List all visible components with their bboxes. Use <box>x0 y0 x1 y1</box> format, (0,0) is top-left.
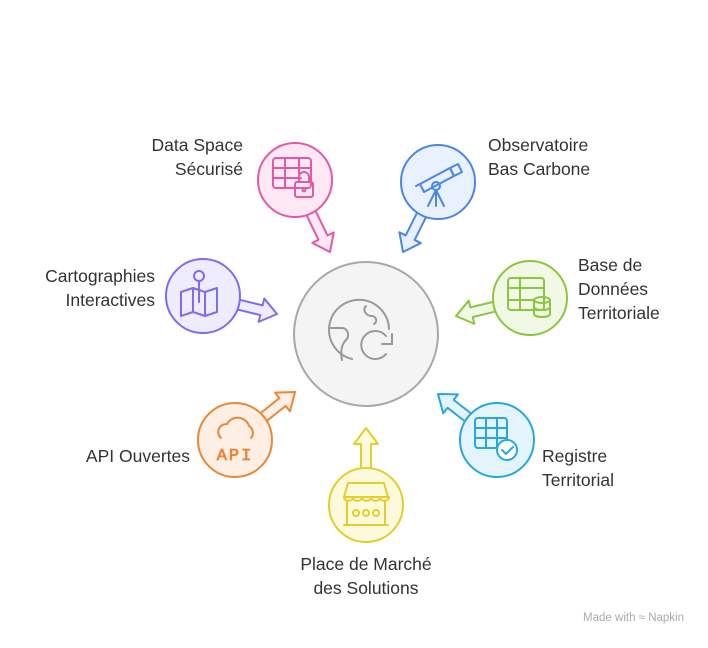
label-line: des Solutions <box>313 578 419 598</box>
label-base-donnees: Base de Données Territoriale <box>578 253 660 325</box>
label-line: Registre <box>542 446 608 466</box>
label-line: Interactives <box>65 290 155 310</box>
footer-brand: Napkin <box>648 612 684 624</box>
label-observatoire: Observatoire Bas Carbone <box>488 133 590 181</box>
node-circle-base-donnees <box>492 260 568 336</box>
label-line: Données <box>578 279 649 299</box>
node-circle-place-marche <box>328 467 404 543</box>
napkin-logo-icon: ≈ <box>638 612 645 624</box>
label-registre: Registre Territorial <box>542 444 614 492</box>
label-line: Territoriale <box>578 303 660 323</box>
node-circle-data-space <box>257 142 333 218</box>
footer-text: Made with <box>583 612 636 624</box>
table-database-icon <box>507 277 551 318</box>
label-line: Cartographies <box>45 266 155 286</box>
table-check-icon <box>474 417 518 461</box>
label-place-marche: Place de Marché des Solutions <box>266 552 466 600</box>
label-line: Bas Carbone <box>488 159 591 179</box>
svg-text:API: API <box>217 447 254 466</box>
label-line: Base de <box>578 255 643 275</box>
label-line: Territorial <box>542 470 614 490</box>
node-circle-cartographies <box>165 258 241 334</box>
telescope-icon <box>415 163 463 207</box>
label-line: API Ouvertes <box>85 446 190 466</box>
label-api: API Ouvertes <box>86 444 190 468</box>
map-pin-icon <box>180 270 218 317</box>
globe-refresh-icon <box>328 298 393 361</box>
table-lock-icon <box>272 157 314 198</box>
market-stall-icon <box>343 482 390 526</box>
label-line: Observatoire <box>488 135 589 155</box>
label-line: Place de Marché <box>300 554 432 574</box>
label-cartographies: Cartographies Interactives <box>45 264 155 312</box>
label-data-space: Data Space Sécurisé <box>152 133 243 181</box>
label-line: Sécurisé <box>174 159 243 179</box>
node-circle-api <box>197 402 273 478</box>
label-line: Data Space <box>151 135 243 155</box>
cloud-api-icon: API <box>216 416 254 466</box>
made-with-napkin[interactable]: Made with ≈ Napkin <box>583 612 684 624</box>
